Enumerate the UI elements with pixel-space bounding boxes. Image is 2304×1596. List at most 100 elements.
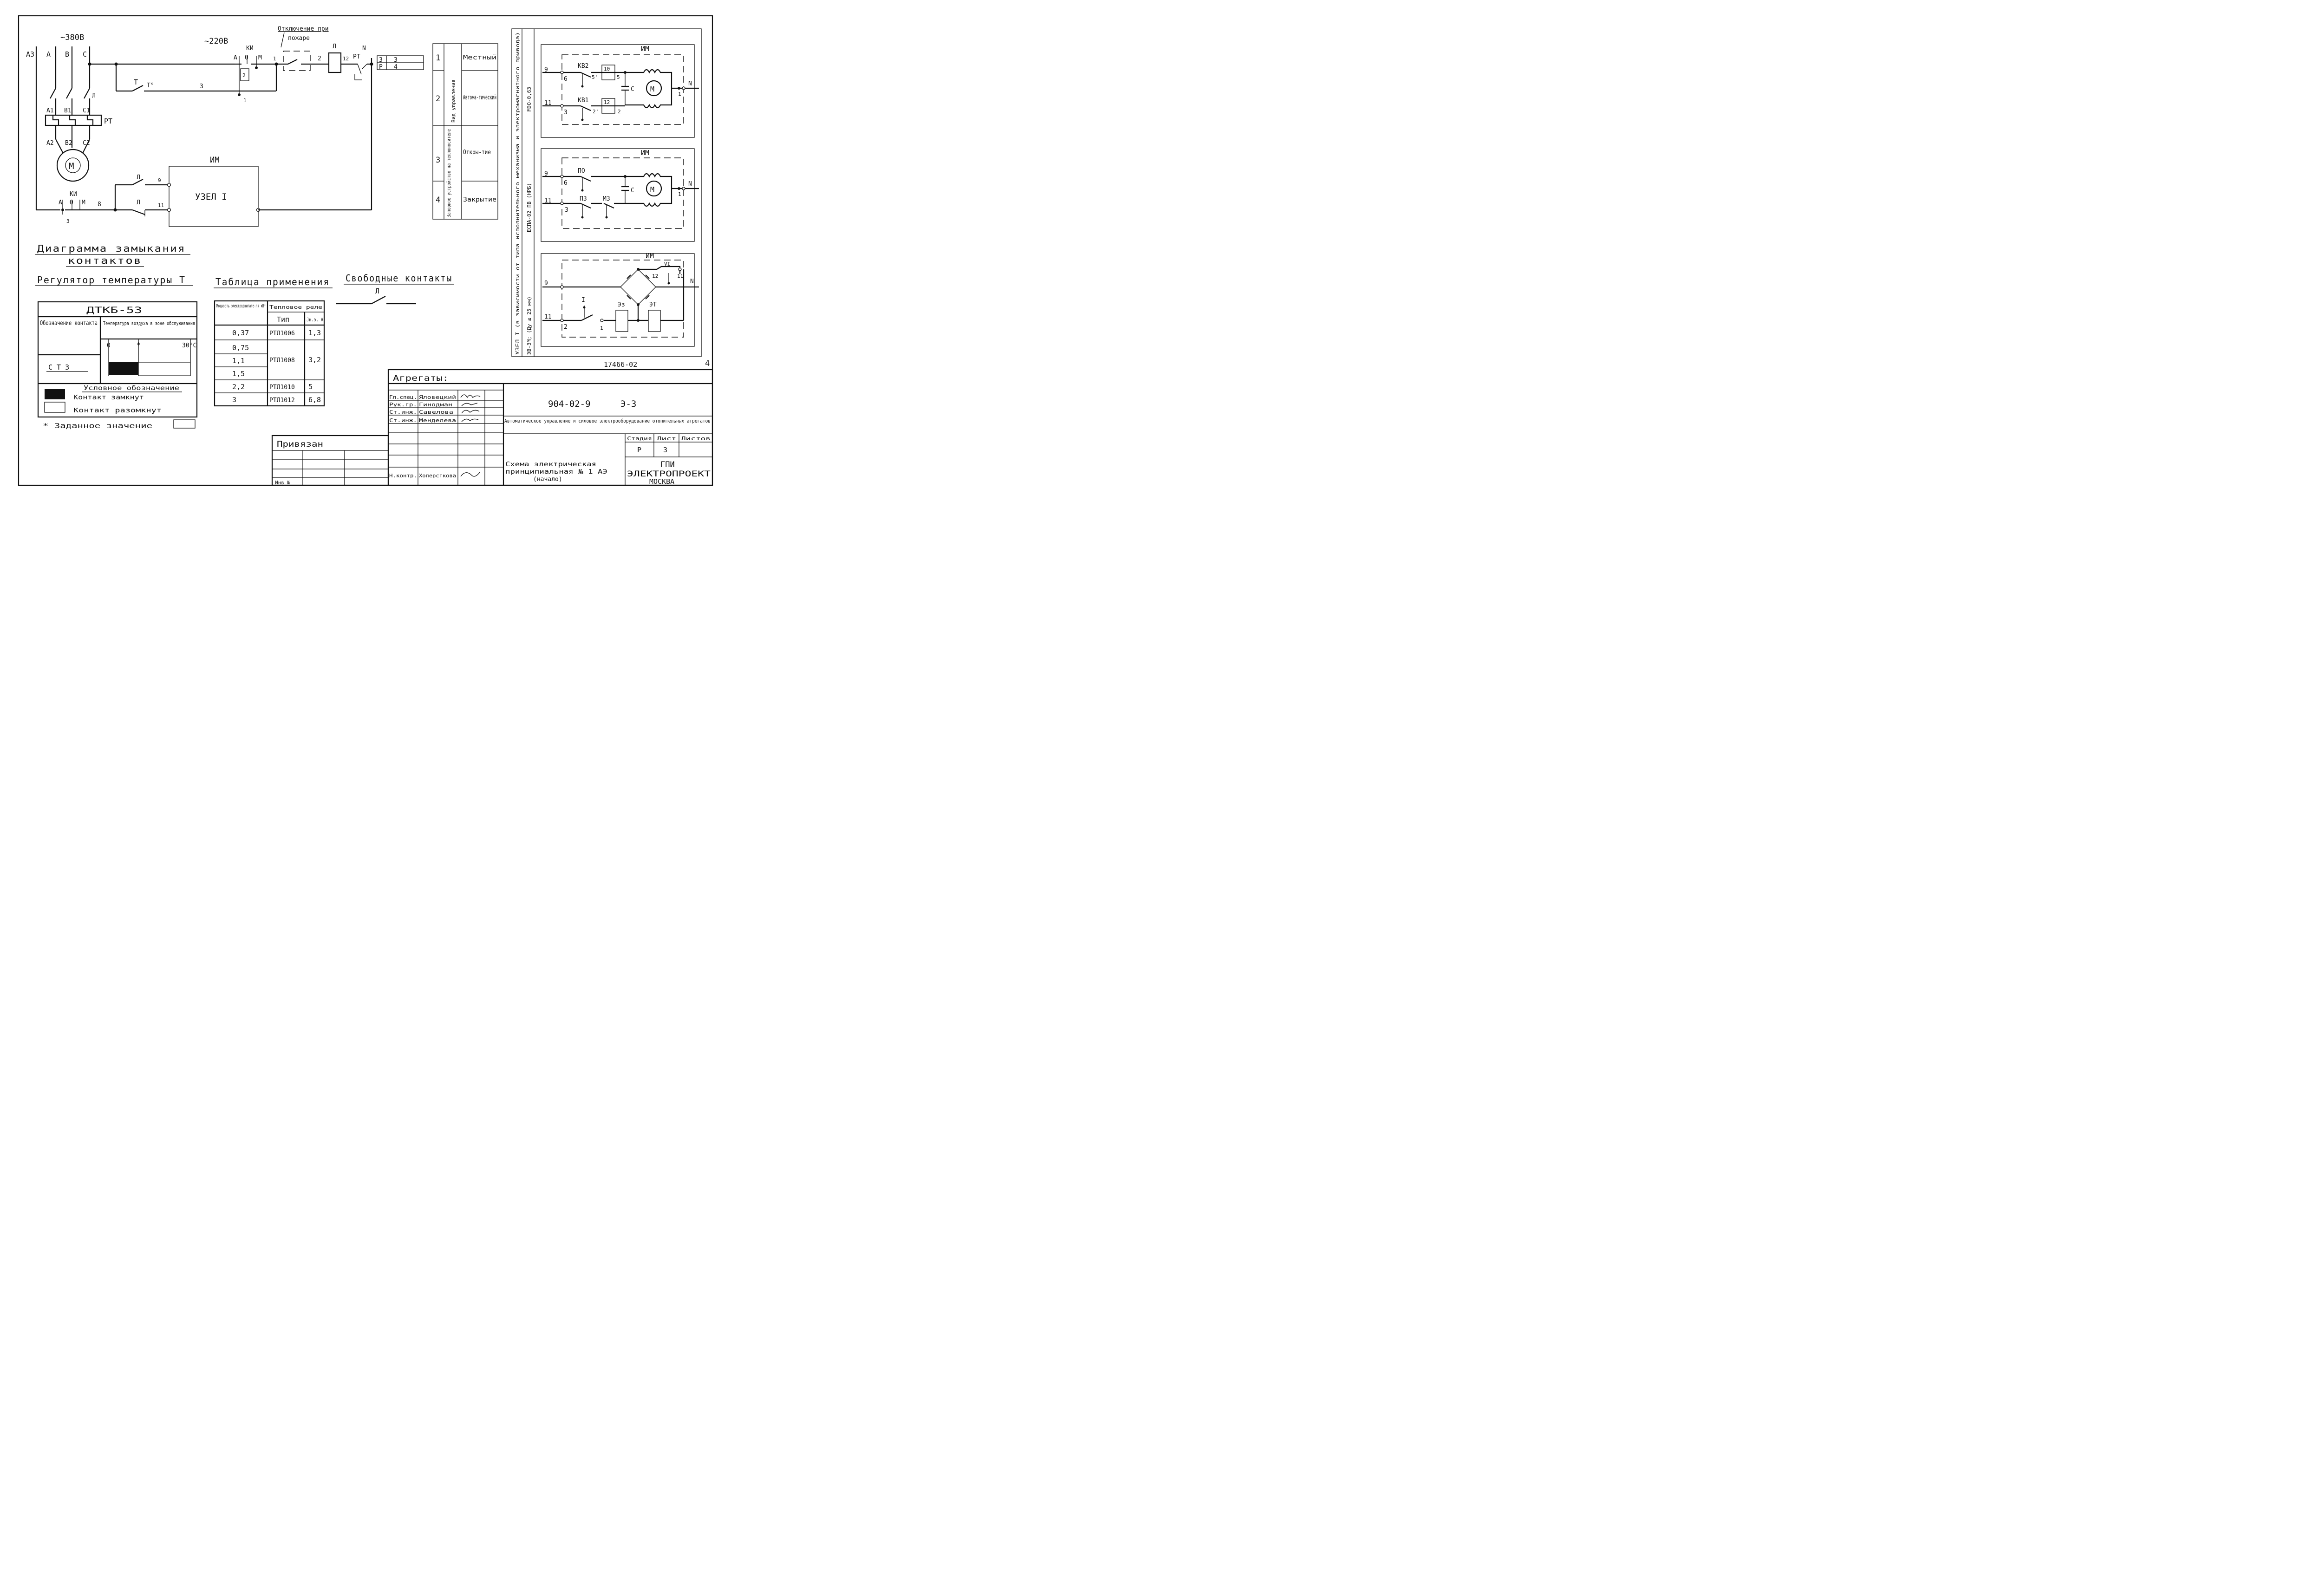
neutral-n-label: N <box>362 45 366 52</box>
role-group-lead: Рук.гр. <box>389 402 417 408</box>
legend-closed-swatch <box>45 389 65 399</box>
app-row-1-relay-current: 1,3 <box>308 329 321 337</box>
ev3m-n11: 11 <box>544 313 552 320</box>
ev3m-n-label: N <box>690 278 694 285</box>
thermostat-tdeg-label: Т° <box>147 82 154 89</box>
ev3m-n11-upper: 11 <box>677 273 683 279</box>
app-row-5-relay-current: 5 <box>308 383 313 391</box>
c1-label: С1 <box>83 107 90 114</box>
col-air-temperature: Температура воздуха в зоне обслуживания <box>103 320 195 326</box>
document-number: 17466-02 <box>604 360 637 369</box>
selector-ki-label: КИ <box>246 45 254 52</box>
inventory-label: Инв № <box>275 480 290 486</box>
node-diagram-ev3m: ИМ 9 12 VI 11 N 11 2 I <box>541 252 699 347</box>
sheet-value: 3 <box>663 446 667 454</box>
legend-group-valve: Запорное устройство на теплоносителе <box>446 129 452 217</box>
contactor-coil <box>328 52 342 73</box>
legend-group-control-mode: Вид управления <box>450 79 457 123</box>
meo-n2p: 2' <box>593 109 599 115</box>
project-number: 904-02-9 <box>548 399 591 409</box>
espa-po-label: ПО <box>578 168 585 175</box>
stage-header: Стадия <box>627 436 652 442</box>
scale-max: 30°С <box>182 342 196 349</box>
espa-n3: 3 <box>565 207 568 214</box>
thermostat-t-label: Т <box>134 78 138 86</box>
node-diagram-meo: ИМ 9 6 КВ2 5' 10 5 М С <box>541 44 699 138</box>
org-moscow: МОСКВА <box>649 477 674 486</box>
phase-b-label: В <box>65 50 69 59</box>
meo-n1: 1 <box>678 91 681 97</box>
free-contacts: Свободные контакты Л <box>336 273 454 305</box>
wire-11-label: 11 <box>158 202 164 208</box>
legend-value-local: Местный <box>463 54 496 61</box>
contact-ct3-label: С Т 3 <box>48 363 69 371</box>
espa-im-label: ИМ <box>641 149 649 157</box>
selector-m-label: М <box>258 54 262 61</box>
espa-pz-label: ПЗ <box>580 195 587 202</box>
fire-cutoff-label-2: пожаре <box>288 35 310 42</box>
org-elektroproekt: ЭЛЕКТРОПРОЕКТ <box>627 469 711 479</box>
meo-n6: 6 <box>564 76 568 83</box>
drawing-title-2: принципиальная № 1 АЭ <box>505 469 607 476</box>
role-senior-engineer-2: Ст.инж. <box>389 417 417 423</box>
app-row-1-relay-type: РТЛ1006 <box>269 330 295 337</box>
name-mendeleva: Менделева <box>419 417 456 423</box>
drawing-title-3: (начало) <box>533 476 562 483</box>
bound-label: Привязан <box>277 440 323 449</box>
ev3m-vi-label: VI <box>664 261 670 267</box>
node-label-meo: МЭО-0,63 <box>526 87 532 111</box>
meo-kv1-label: КВ1 <box>578 97 588 104</box>
ev3m-et-label: ЭТ <box>649 301 657 308</box>
header-current: Jн.э. А <box>307 317 324 323</box>
a2-label: А2 <box>46 140 54 147</box>
contact-diagram: Диаграмма замыкания контактов Регулятор … <box>35 243 198 430</box>
free-contacts-title: Свободные контакты <box>346 273 452 284</box>
legend-title: Условное обозначение <box>84 385 179 392</box>
app-row-5-power: 2,2 <box>232 383 245 391</box>
contactor-l-label: Л <box>92 92 96 99</box>
node-label-espa: ЕСПА-02 ПВ (НРБ) <box>526 183 532 232</box>
meo-n3: 3 <box>564 109 568 116</box>
app-row-2-power: 0,75 <box>232 344 249 352</box>
ev3m-n2: 2 <box>564 324 568 331</box>
project-description: Автоматическое управление и силовое элек… <box>504 418 711 424</box>
name-ginodman: Гинодман <box>419 402 452 408</box>
setpoint-box <box>173 419 196 429</box>
node-i-panel: УЗЕЛ I (в зависимости от типа исполнител… <box>511 28 710 369</box>
ev3m-ez-label: Эз <box>618 301 625 308</box>
app-row-3-power: 1,1 <box>232 357 245 365</box>
meo-n12: 12 <box>604 99 610 105</box>
selector-wire-2: 2 <box>242 72 246 78</box>
meo-im-label: ИМ <box>641 45 649 53</box>
contact-diagram-title: Диаграмма замыкания <box>37 243 186 254</box>
app-row-3-relay-type: РТЛ1008 <box>269 357 295 364</box>
legend-num-3: 3 <box>436 156 440 165</box>
bottom-a-label: А <box>59 199 62 206</box>
ev3m-i-label: I <box>581 297 585 304</box>
legend-num-4: 4 <box>436 195 440 205</box>
drawing-title-1: Схема электрическая <box>505 461 596 468</box>
actuator-im-label: ИМ <box>210 156 219 165</box>
application-table-title: Таблица применения <box>215 276 330 287</box>
org-gpi: ГПИ <box>660 460 675 469</box>
signatures <box>460 394 481 477</box>
meo-n9: 9 <box>544 66 548 73</box>
wire-9-label: 9 <box>158 177 161 183</box>
motor-label: М <box>69 161 74 171</box>
stage-value: Р <box>637 446 641 454</box>
wire-3-label: 3 <box>200 83 203 90</box>
aggregates-label: Агрегаты: <box>393 374 449 383</box>
bottom-m-label: М <box>82 199 85 206</box>
control-circuit: ~220В Т Т° 3 КИ А О М 2 1 1 Отключение п… <box>36 26 373 227</box>
rt-contact-label: РТ <box>353 53 360 60</box>
device-dtkb53: ДТКБ-53 <box>86 305 142 315</box>
espa-n11: 11 <box>544 197 552 204</box>
legend-closed-text: Контакт замкнут <box>73 394 144 401</box>
bottom-wire-3: 3 <box>66 218 70 224</box>
ev3m-n12: 12 <box>652 273 658 279</box>
app-row-4-power: 1,5 <box>232 370 245 378</box>
col-contact-designation: Обозначение контакта <box>40 320 98 327</box>
legend-num-2: 2 <box>436 94 440 104</box>
terminal-mini-table: З 3 Р 4 <box>377 55 424 71</box>
espa-n1: 1 <box>678 191 681 197</box>
